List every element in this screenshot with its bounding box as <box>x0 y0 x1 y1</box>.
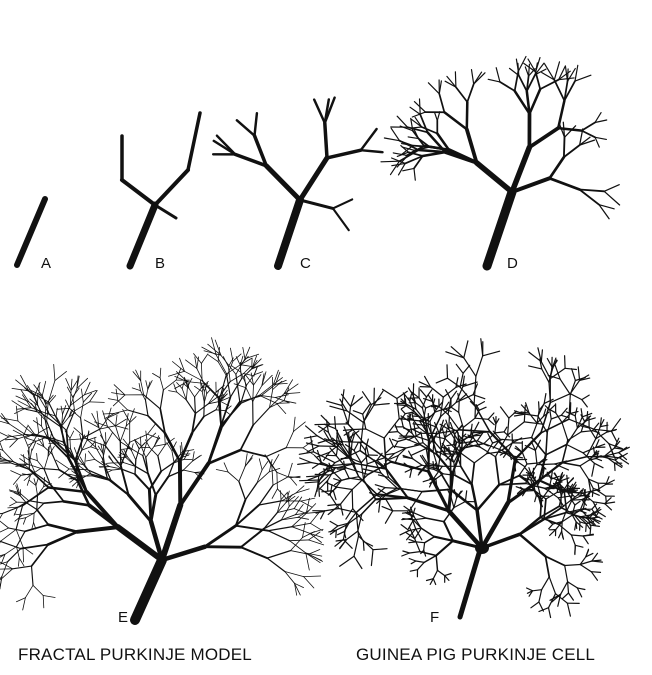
guinea-pig-purkinje-cell <box>298 339 630 618</box>
panel-label-e: E <box>118 609 128 626</box>
caption-guinea-pig-cell: GUINEA PIG PURKINJE CELL <box>356 645 595 665</box>
caption-fractal-model: FRACTAL PURKINJE MODEL <box>18 645 252 665</box>
panel-label-f: F <box>430 609 439 626</box>
panel-label-b: B <box>155 255 165 272</box>
panel-label-a: A <box>41 255 51 272</box>
panel-label-c: C <box>300 255 311 272</box>
fractal-tree-level-2 <box>122 113 200 266</box>
fractal-purkinje-model-tree <box>0 338 324 620</box>
fractal-tree-level-5 <box>381 57 620 267</box>
panel-label-d: D <box>507 255 518 272</box>
fractal-tree-level-3 <box>213 98 382 266</box>
